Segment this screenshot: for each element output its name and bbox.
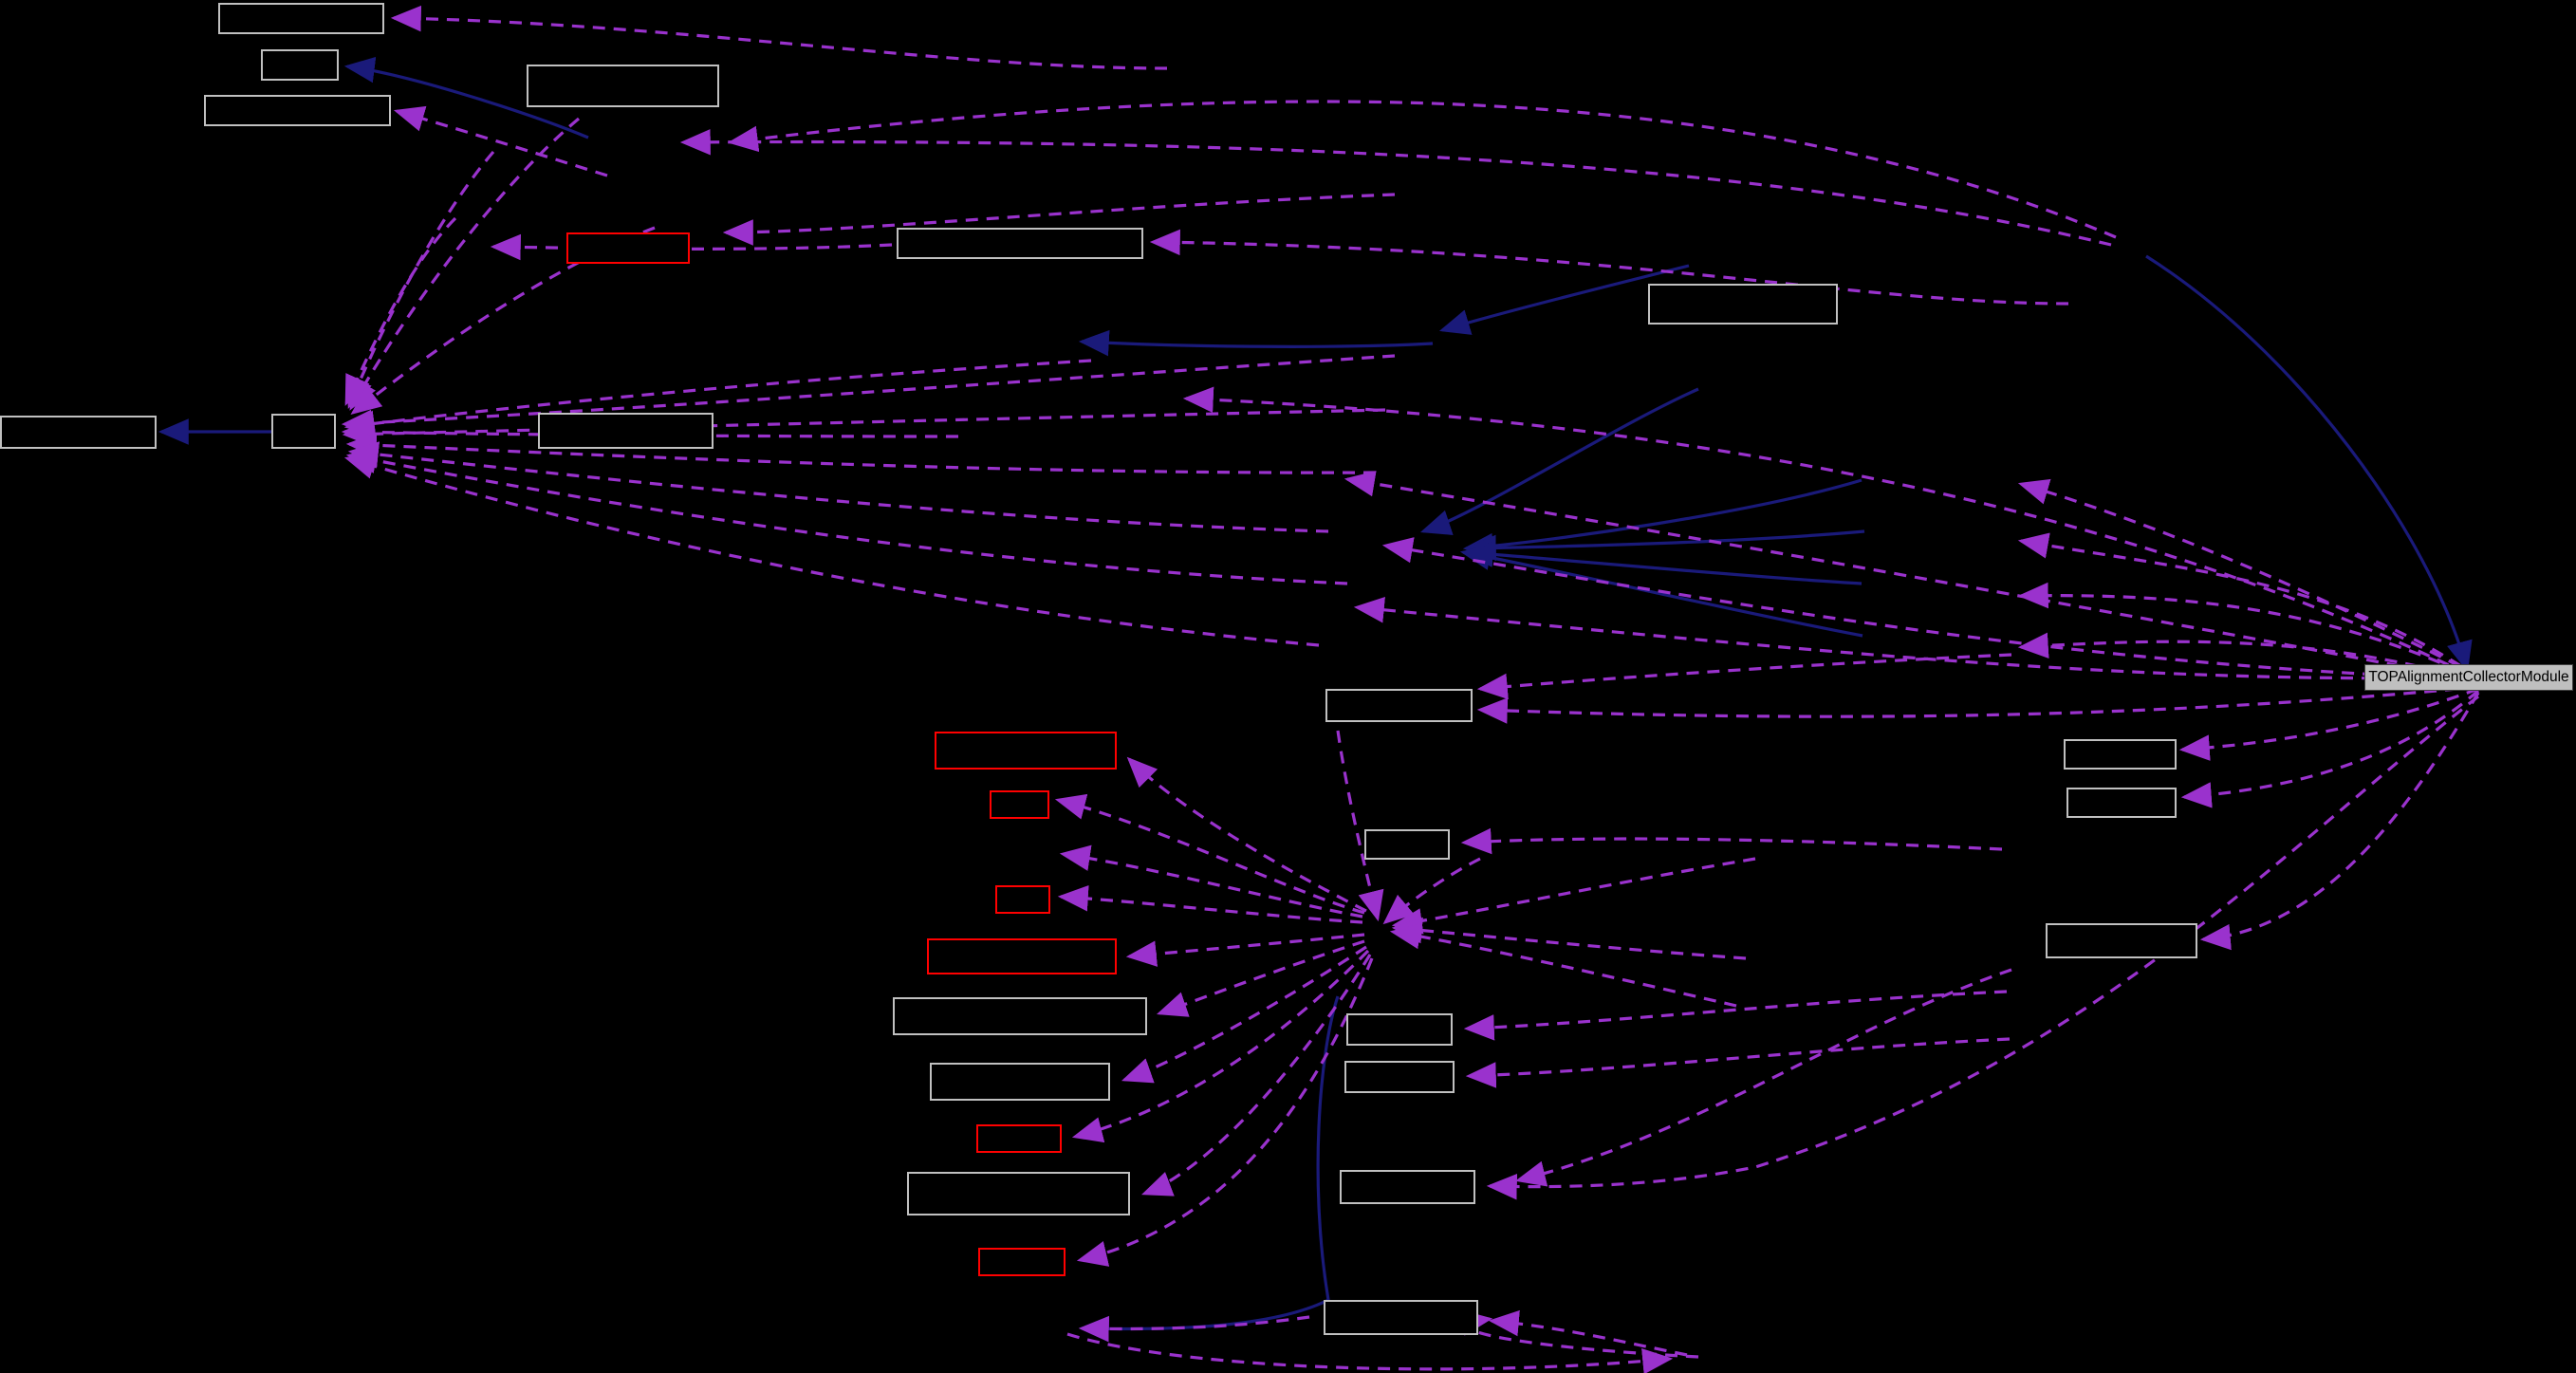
graph-node[interactable] xyxy=(995,885,1050,914)
graph-node[interactable] xyxy=(218,3,384,34)
graph-node[interactable] xyxy=(2064,739,2177,770)
graph-node[interactable] xyxy=(897,228,1143,259)
graph-node[interactable] xyxy=(271,414,336,449)
graph-node[interactable] xyxy=(893,997,1147,1035)
graph-node[interactable] xyxy=(907,1172,1130,1215)
graph-node[interactable] xyxy=(527,65,719,107)
graph-node[interactable] xyxy=(1344,1061,1455,1093)
graph-node[interactable] xyxy=(2066,788,2177,818)
graph-node[interactable] xyxy=(1324,1300,1478,1335)
graph-node[interactable] xyxy=(204,95,391,126)
graph-node[interactable] xyxy=(0,416,157,449)
graph-node[interactable] xyxy=(566,232,690,264)
graph-node[interactable] xyxy=(1364,829,1450,860)
focus-node-topalignmentcollectormodule[interactable]: TOPAlignmentCollectorModule xyxy=(2364,664,2573,691)
graph-node[interactable] xyxy=(978,1248,1066,1276)
graph-node[interactable] xyxy=(930,1063,1110,1101)
graph-node[interactable] xyxy=(261,49,339,81)
graph-node[interactable] xyxy=(538,413,713,449)
graph-node[interactable] xyxy=(935,732,1117,770)
graph-node[interactable] xyxy=(1346,1013,1453,1046)
focus-node-label: TOPAlignmentCollectorModule xyxy=(2368,669,2569,686)
graph-node[interactable] xyxy=(976,1124,1062,1153)
graph-node[interactable] xyxy=(1340,1170,1475,1204)
graph-node[interactable] xyxy=(1648,284,1838,325)
graph-node[interactable] xyxy=(1325,689,1473,722)
graph-node[interactable] xyxy=(927,938,1117,974)
graph-node[interactable] xyxy=(990,790,1049,819)
graph-node[interactable] xyxy=(2046,923,2197,958)
solid-edges xyxy=(158,56,2473,1343)
